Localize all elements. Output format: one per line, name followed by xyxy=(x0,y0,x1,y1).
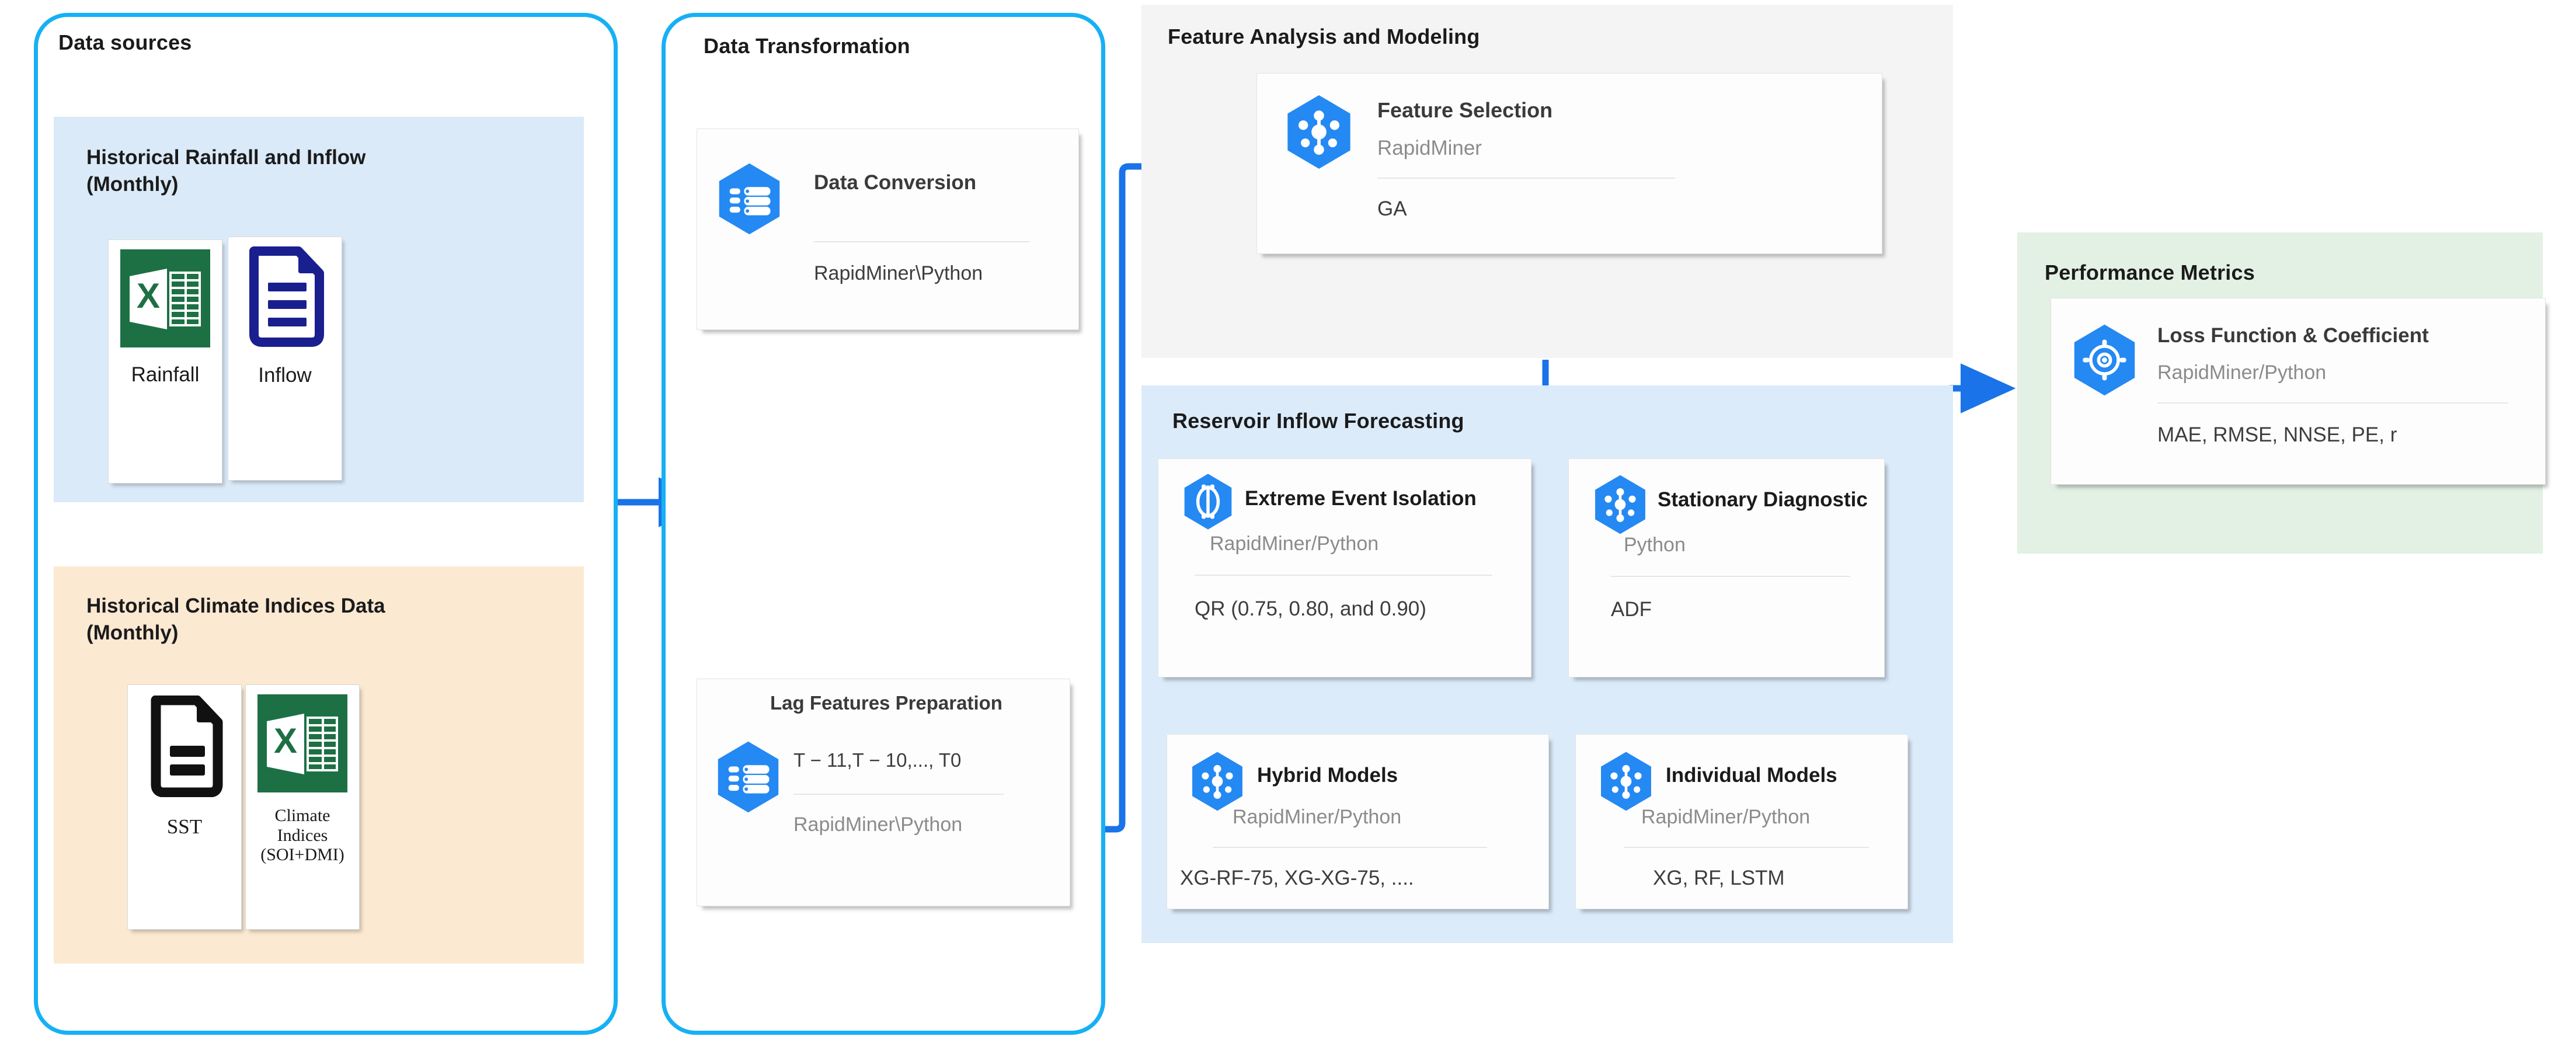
excel-file-icon: X xyxy=(120,249,210,350)
node-extreme-event-footer: QR (0.75, 0.80, and 0.90) xyxy=(1195,597,1426,620)
node-stationary-diagnostic-footer: ADF xyxy=(1611,598,1652,621)
group-title-data-sources: Data sources xyxy=(58,30,192,54)
network-nodes-icon xyxy=(1278,91,1360,176)
node-hybrid-models-subtitle: RapidMiner/Python xyxy=(1233,806,1402,828)
svg-text:X: X xyxy=(137,276,160,315)
panel-climate-indices-heading-line1: Historical Climate Indices Data xyxy=(86,594,385,617)
group-title-performance-metrics: Performance Metrics xyxy=(2045,260,2255,284)
document-lines-icon xyxy=(240,246,330,350)
svg-text:X: X xyxy=(274,721,297,760)
dataflow-list-icon xyxy=(710,159,789,241)
node-stationary-diagnostic-divider xyxy=(1611,576,1850,577)
node-lag-features-title: Lag Features Preparation xyxy=(770,692,1002,714)
excel-file-icon: X xyxy=(257,694,347,795)
node-data-conversion[interactable]: Data Conversion RapidMiner\Python xyxy=(697,128,1079,330)
file-card-sst-label: SST xyxy=(166,815,203,838)
node-data-conversion-title: Data Conversion xyxy=(814,171,977,194)
node-lag-features-footer: RapidMiner\Python xyxy=(793,813,963,836)
node-extreme-event-subtitle: RapidMiner/Python xyxy=(1210,533,1379,555)
node-stationary-diagnostic-title: Stationary Diagnostic xyxy=(1658,488,1868,511)
file-card-climate-indices[interactable]: X Climate Indices (SOI+DMI) xyxy=(245,684,360,930)
node-feature-selection-subtitle: RapidMiner xyxy=(1377,137,1482,159)
node-loss-function-subtitle: RapidMiner/Python xyxy=(2157,361,2327,384)
network-nodes-icon xyxy=(1588,472,1653,540)
node-individual-models-title: Individual Models xyxy=(1666,764,1837,787)
node-hybrid-models-divider xyxy=(1213,847,1487,848)
filter-capsule-icon xyxy=(1176,470,1240,537)
group-title-reservoir-forecasting: Reservoir Inflow Forecasting xyxy=(1172,409,1464,433)
node-extreme-event-divider xyxy=(1195,575,1492,576)
node-loss-function-title: Loss Function & Coefficient xyxy=(2157,324,2429,347)
node-feature-selection-title: Feature Selection xyxy=(1377,98,1553,122)
node-individual-models-subtitle: RapidMiner/Python xyxy=(1641,806,1811,828)
network-nodes-icon xyxy=(1593,749,1659,817)
node-extreme-event-title: Extreme Event Isolation xyxy=(1245,487,1477,510)
node-individual-models-divider xyxy=(1624,847,1869,848)
group-title-feature-analysis: Feature Analysis and Modeling xyxy=(1168,25,1480,48)
node-lag-features-divider xyxy=(793,794,1004,795)
file-card-rainfall-label: Rainfall xyxy=(131,363,200,386)
target-compass-icon xyxy=(2065,321,2144,402)
document-page-icon xyxy=(141,695,228,800)
node-hybrid-models-title: Hybrid Models xyxy=(1257,764,1398,787)
node-stationary-diagnostic[interactable]: Stationary Diagnostic Python ADF xyxy=(1568,458,1885,677)
file-card-sst[interactable]: SST xyxy=(127,684,242,930)
node-hybrid-models-footer: XG-RF-75, XG-XG-75, .... xyxy=(1180,867,1414,889)
node-loss-function[interactable]: Loss Function & Coefficient RapidMiner/P… xyxy=(2051,298,2546,485)
panel-rainfall-inflow-heading-line1: Historical Rainfall and Inflow xyxy=(86,146,366,169)
node-individual-models-footer: XG, RF, LSTM xyxy=(1653,867,1785,889)
file-card-inflow-label: Inflow xyxy=(258,364,312,387)
dataflow-list-icon xyxy=(709,738,788,819)
node-loss-function-divider xyxy=(2157,402,2508,404)
node-data-conversion-divider xyxy=(814,241,1030,242)
node-hybrid-models[interactable]: Hybrid Models RapidMiner/Python XG-RF-75… xyxy=(1167,734,1549,909)
file-card-inflow[interactable]: Inflow xyxy=(228,237,342,481)
panel-climate-indices-heading-line2: (Monthly) xyxy=(86,621,179,644)
file-card-rainfall[interactable]: X Rainfall xyxy=(108,239,222,484)
file-card-climate-indices-label: Climate Indices xyxy=(274,806,330,845)
node-loss-function-footer: MAE, RMSE, NNSE, PE, r xyxy=(2157,423,2397,446)
node-individual-models[interactable]: Individual Models RapidMiner/Python XG, … xyxy=(1575,734,1908,909)
network-nodes-icon xyxy=(1185,749,1250,817)
node-data-conversion-footer: RapidMiner\Python xyxy=(814,262,983,284)
node-lag-features-preparation[interactable]: Lag Features Preparation T − 11,T − 10,.… xyxy=(697,679,1070,906)
group-title-data-transformation: Data Transformation xyxy=(704,34,910,58)
node-extreme-event-isolation[interactable]: Extreme Event Isolation RapidMiner/Pytho… xyxy=(1158,458,1531,677)
file-card-climate-indices-sublabel: (SOI+DMI) xyxy=(260,845,344,865)
node-feature-selection-footer: GA xyxy=(1377,197,1407,220)
node-stationary-diagnostic-subtitle: Python xyxy=(1624,534,1686,556)
node-feature-selection-divider xyxy=(1377,178,1675,179)
node-feature-selection[interactable]: Feature Selection RapidMiner GA xyxy=(1256,73,1882,254)
node-lag-features-subtitle: T − 11,T − 10,..., T0 xyxy=(793,749,962,771)
panel-rainfall-inflow-heading-line2: (Monthly) xyxy=(86,173,179,196)
